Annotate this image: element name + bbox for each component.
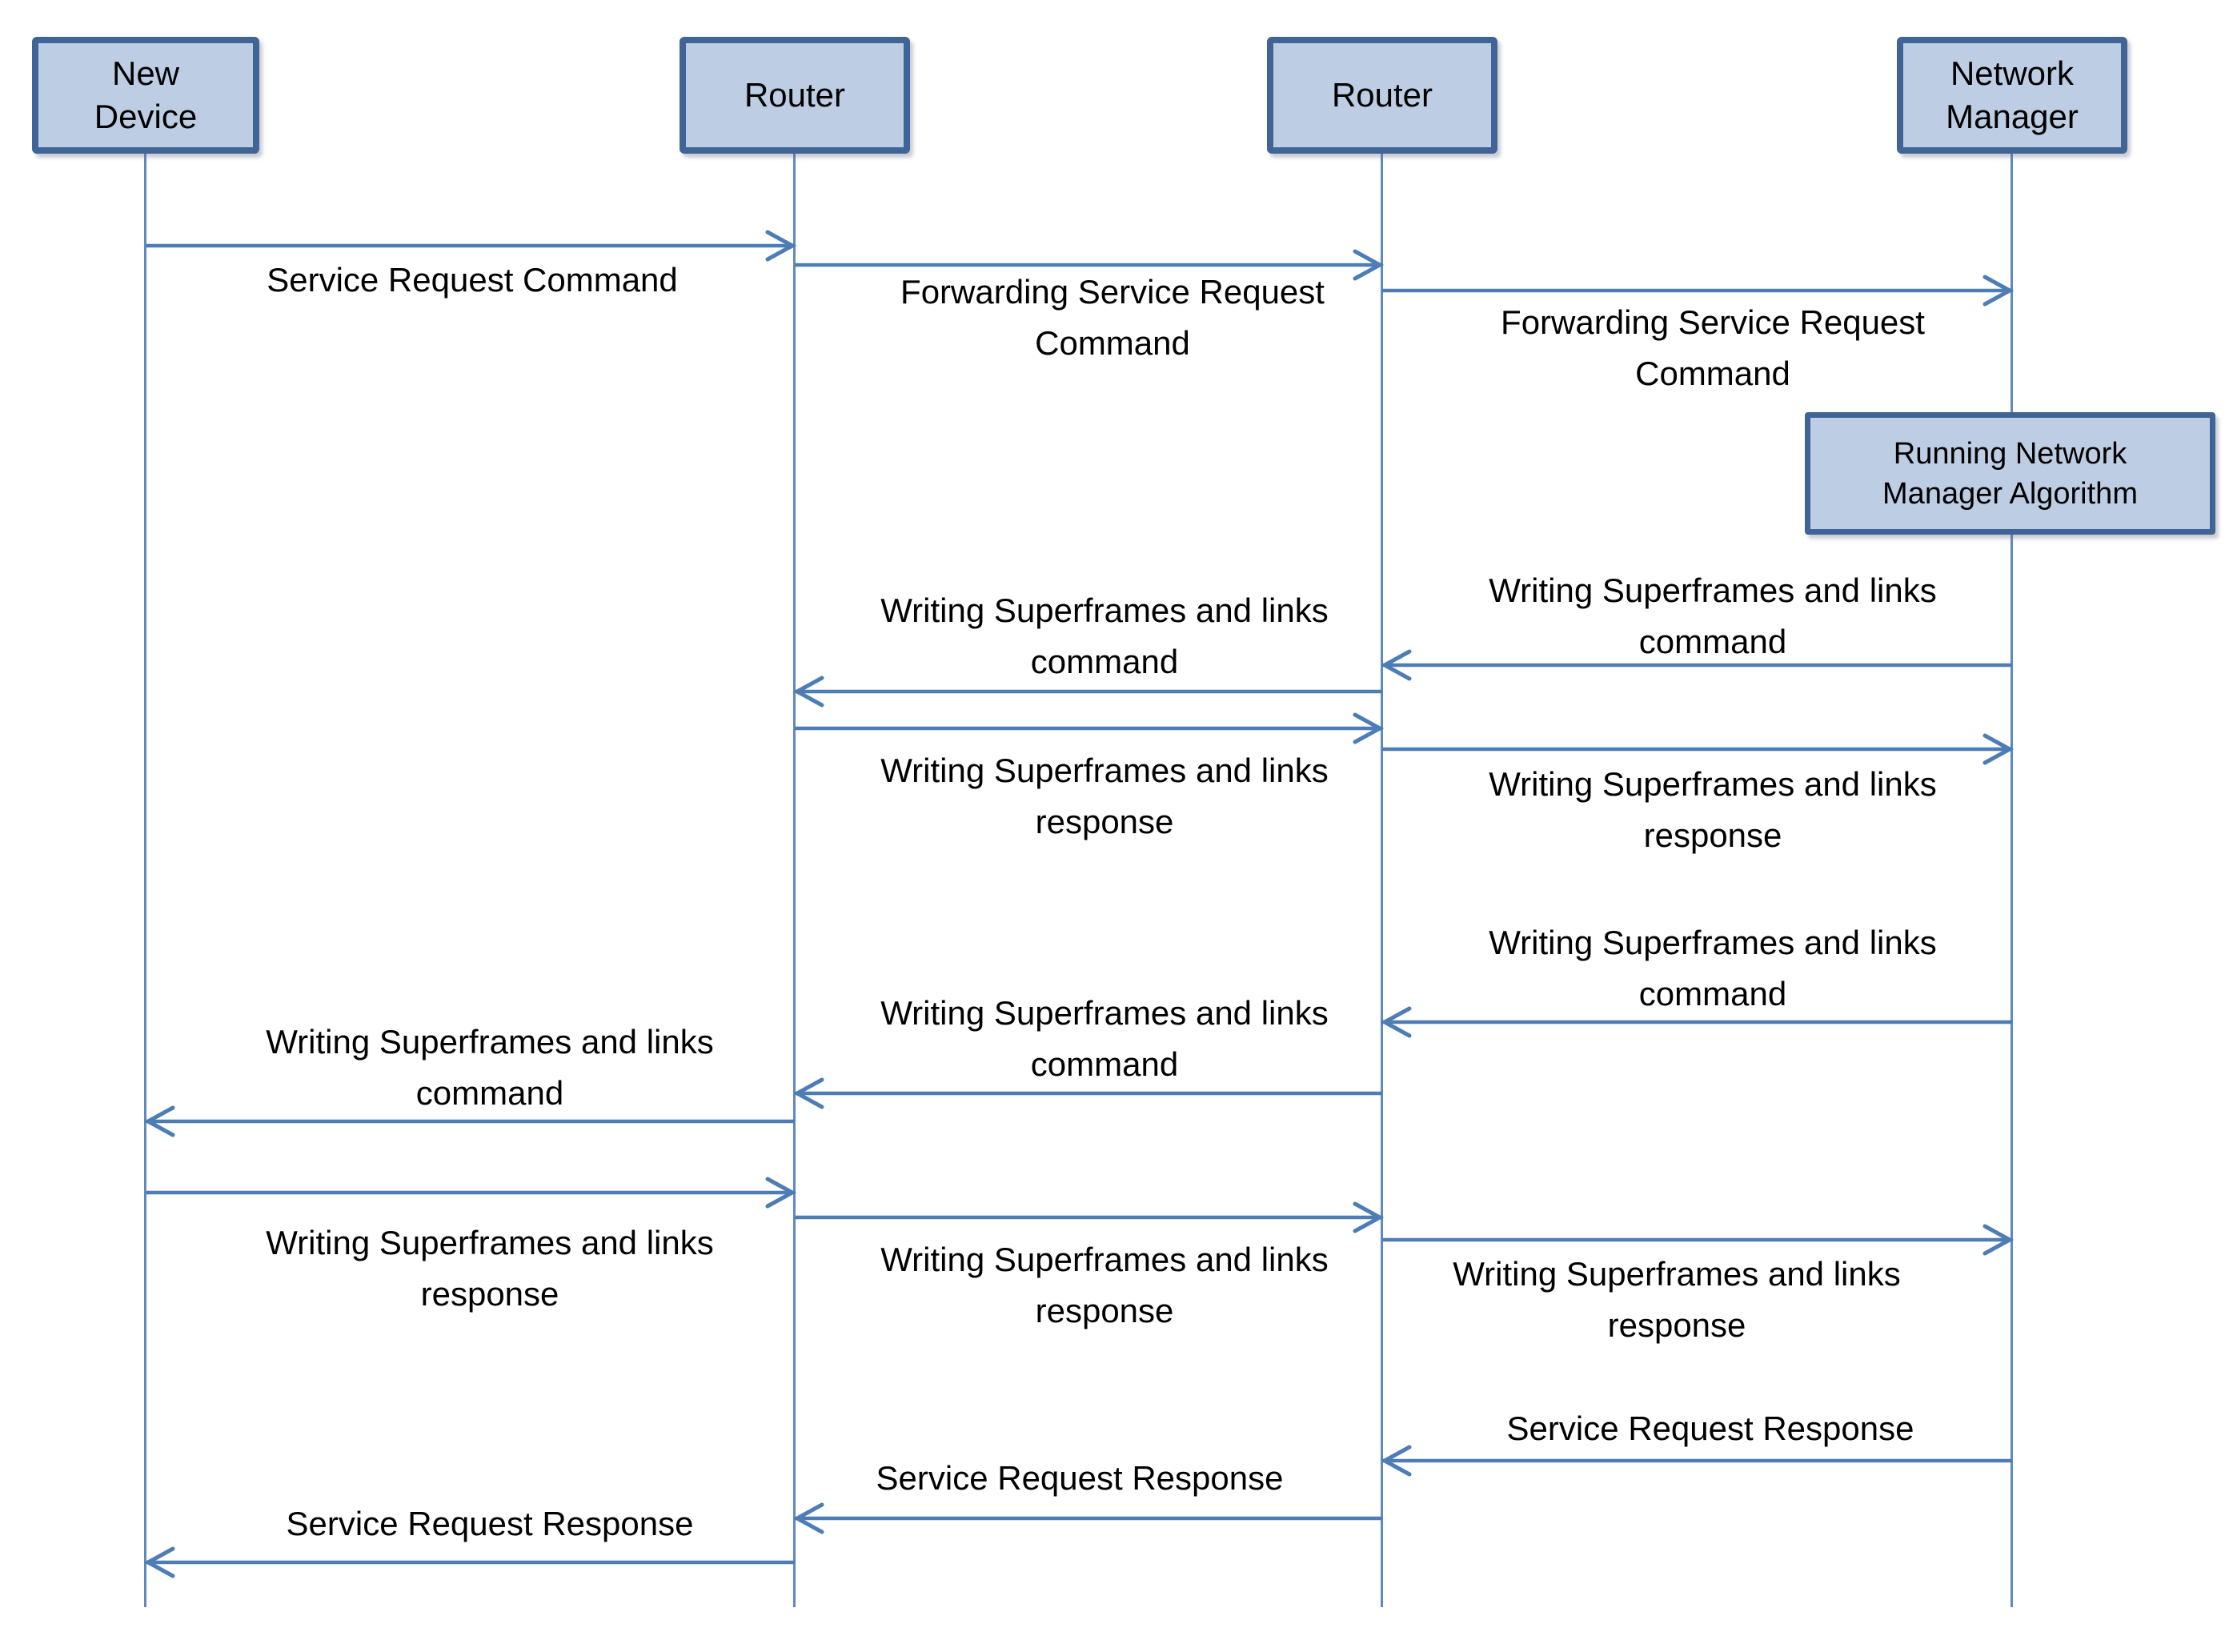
- actor-label-line: Network: [1950, 54, 2075, 92]
- message-label-line: Writing Superframes and links: [1489, 765, 1937, 803]
- message-label-line: command: [1638, 975, 1787, 1012]
- message-label: Service Request Response: [1342, 1403, 2079, 1454]
- message-label-line: response: [1035, 803, 1174, 840]
- message-arrow-router-1-to-new-device: [143, 1546, 795, 1578]
- message-label: Writing Superframes and links response: [736, 1234, 1473, 1337]
- message-label-line: Writing Superframes and links: [880, 994, 1329, 1032]
- message-label-line: command: [1638, 623, 1787, 660]
- arrowhead-icon: [1353, 1201, 1385, 1233]
- message-label-line: Forwarding Service Request: [900, 273, 1325, 311]
- message-arrow-router-2-to-router-1: [792, 676, 1382, 708]
- arrowhead-icon: [765, 1177, 797, 1209]
- message-arrow-router-2-to-router-1: [792, 1077, 1382, 1109]
- message-label: Service Request Response: [122, 1498, 858, 1550]
- actor-label-line: Router: [744, 76, 846, 114]
- arrowhead-icon: [792, 1077, 824, 1109]
- message-label-line: Writing Superframes and links: [1489, 924, 1937, 961]
- message-arrow-new-device-to-router-1: [146, 1177, 797, 1209]
- message-label-line: Service Request Response: [876, 1459, 1284, 1497]
- message-arrow-network-manager-to-router-2: [1380, 1445, 2012, 1477]
- lifeline-router-1: [793, 154, 796, 1607]
- message-label-line: Writing Superframes and links: [880, 1241, 1329, 1278]
- activation-label-line: Running Network: [1893, 436, 2127, 471]
- message-label-line: response: [1607, 1306, 1746, 1344]
- message-label: Writing Superframes and links command: [122, 1016, 858, 1119]
- message-label-line: Writing Superframes and links: [880, 591, 1329, 629]
- arrowhead-icon: [765, 230, 797, 262]
- arrowhead-icon: [1380, 649, 1412, 681]
- message-label: Writing Superframes and links command: [736, 988, 1473, 1090]
- arrowhead-icon: [143, 1105, 175, 1137]
- message-arrow-router-2-to-network-manager: [1382, 1224, 2015, 1256]
- message-arrow-network-manager-to-router-2: [1380, 649, 2012, 681]
- message-label-line: Writing Superframes and links: [266, 1224, 714, 1261]
- message-label: Writing Superframes and links response: [1309, 1249, 2045, 1351]
- message-label: Writing Superframes and links command: [1345, 917, 2081, 1020]
- message-label: Writing Superframes and links command: [736, 585, 1473, 688]
- message-arrow-router-2-to-router-1: [792, 1502, 1382, 1534]
- arrowhead-icon: [1982, 275, 2015, 307]
- message-label-line: Writing Superframes and links: [1453, 1255, 1901, 1293]
- message-label-line: command: [415, 1074, 564, 1112]
- message-label: Writing Superframes and links response: [1345, 759, 2081, 861]
- message-label-line: Command: [1635, 355, 1790, 392]
- message-label-line: Service Request Command: [267, 261, 678, 299]
- arrowhead-icon: [1353, 249, 1385, 281]
- arrowhead-icon: [792, 676, 824, 708]
- message-arrow-network-manager-to-router-2: [1380, 1006, 2012, 1038]
- actor-box-new-device: New Device: [32, 37, 259, 154]
- message-arrow-router-1-to-router-2: [795, 1201, 1385, 1233]
- arrowhead-icon: [1380, 1006, 1412, 1038]
- message-label-line: response: [1643, 816, 1782, 854]
- message-label-line: Service Request Response: [286, 1505, 694, 1542]
- actor-label-line: Manager: [1946, 98, 2079, 135]
- actor-label-line: Device: [94, 98, 198, 135]
- message-label: Service Request Command: [104, 255, 840, 306]
- arrowhead-icon: [1380, 1445, 1412, 1477]
- actor-label-line: Router: [1331, 76, 1433, 114]
- message-label-line: response: [420, 1275, 559, 1313]
- message-arrow-router-1-to-router-2: [795, 249, 1385, 281]
- arrowhead-icon: [1353, 712, 1385, 744]
- message-label-line: command: [1030, 643, 1179, 680]
- lifeline-new-device: [144, 154, 146, 1607]
- arrowhead-icon: [1982, 1224, 2015, 1256]
- message-label-line: response: [1035, 1292, 1174, 1329]
- actor-box-router-2: Router: [1267, 37, 1497, 154]
- message-label-line: command: [1030, 1045, 1179, 1083]
- message-arrow-router-1-to-router-2: [795, 712, 1385, 744]
- actor-label-line: New: [111, 54, 180, 92]
- message-label: Writing Superframes and links response: [122, 1217, 858, 1320]
- arrowhead-icon: [792, 1502, 824, 1534]
- activation-box-running-network-manager-algorithm: Running Network Manager Algorithm: [1805, 412, 2215, 535]
- message-label: Service Request Response: [712, 1453, 1448, 1504]
- lifeline-network-manager: [2011, 154, 2013, 1607]
- message-label-line: Writing Superframes and links: [266, 1023, 714, 1061]
- message-label-line: Forwarding Service Request: [1501, 303, 1925, 341]
- actor-box-network-manager: Network Manager: [1897, 37, 2127, 154]
- lifeline-router-2: [1381, 154, 1383, 1607]
- message-label-line: Command: [1035, 324, 1190, 362]
- message-label-line: Writing Superframes and links: [880, 752, 1329, 789]
- message-label-line: Service Request Response: [1506, 1409, 1914, 1447]
- message-label: Writing Superframes and links response: [736, 745, 1473, 848]
- actor-box-router-1: Router: [680, 37, 910, 154]
- message-arrow-router-1-to-new-device: [143, 1105, 795, 1137]
- message-arrow-router-2-to-network-manager: [1382, 275, 2015, 307]
- arrowhead-icon: [1982, 733, 2015, 765]
- message-arrow-router-2-to-network-manager: [1382, 733, 2015, 765]
- activation-label-line: Manager Algorithm: [1882, 476, 2138, 511]
- message-label: Writing Superframes and links command: [1345, 565, 2081, 668]
- message-arrow-new-device-to-router-1: [146, 230, 797, 262]
- message-label-line: Writing Superframes and links: [1489, 571, 1937, 609]
- arrowhead-icon: [143, 1546, 175, 1578]
